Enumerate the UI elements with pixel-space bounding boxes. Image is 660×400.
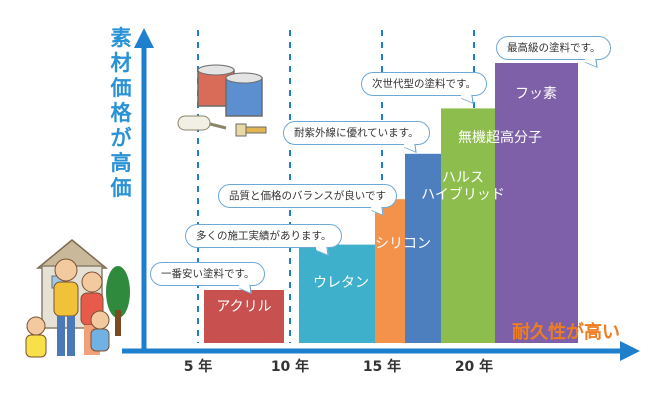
paint-roller-handle [209,122,227,130]
paint-brush-head [235,123,247,137]
bar-1 [204,290,284,343]
x-axis-label: 耐久性が高い [512,322,620,343]
father-head [54,258,78,282]
bar-label-5: 無機超高分子 [458,130,542,146]
paint-brush-handle [245,126,267,134]
father-body [53,281,79,317]
axes [122,28,640,361]
father-leg-left [57,316,65,356]
description-bubble-3: 品質と価格のバランスが良いです [218,184,397,208]
x-tick-label-4: 20 年 [454,359,494,375]
father-leg-right [67,316,75,356]
mother-head [81,271,103,293]
boy-head [90,310,110,330]
x-tick-label-1: 5 年 [183,359,213,375]
bar-label-3: シリコン [375,236,431,252]
paint-roller [177,115,211,131]
x-tick-label-3: 15 年 [362,359,402,375]
paint-cans-roller-illustration [177,64,267,137]
boy-body [90,328,110,352]
girl-body [25,334,47,358]
paint-can-red-lid [197,64,235,76]
bar-label-1: アクリル [216,299,272,315]
girl-head [26,316,46,336]
bars [204,63,578,344]
tree-trunk [115,310,121,336]
description-bubble-4: 耐紫外線に優れています。 [283,121,430,145]
bar-label-2: ウレタン [313,275,369,291]
tree-foliage [106,266,130,318]
description-bubble-2: 多くの施工実績があります。 [185,224,343,248]
description-bubble-6: 最高級の塗料です。 [496,36,612,60]
bar-label-4: ハルスハイブリッド [421,170,505,203]
bar-2 [299,244,384,343]
x-axis-arrow [620,341,640,361]
description-bubble-5: 次世代型の塗料です。 [361,72,487,96]
bar-6 [495,63,578,343]
y-axis-label: 素材価格が高価 [110,26,132,200]
paint-can-blue [225,77,263,117]
family-illustration [25,239,130,358]
y-axis-arrow [134,28,154,48]
paint-can-blue-lid [225,72,263,84]
description-bubble-1: 一番安い塗料です。 [150,262,266,286]
x-tick-label-2: 10 年 [270,359,310,375]
bar-label-6: フッ素 [515,86,557,102]
